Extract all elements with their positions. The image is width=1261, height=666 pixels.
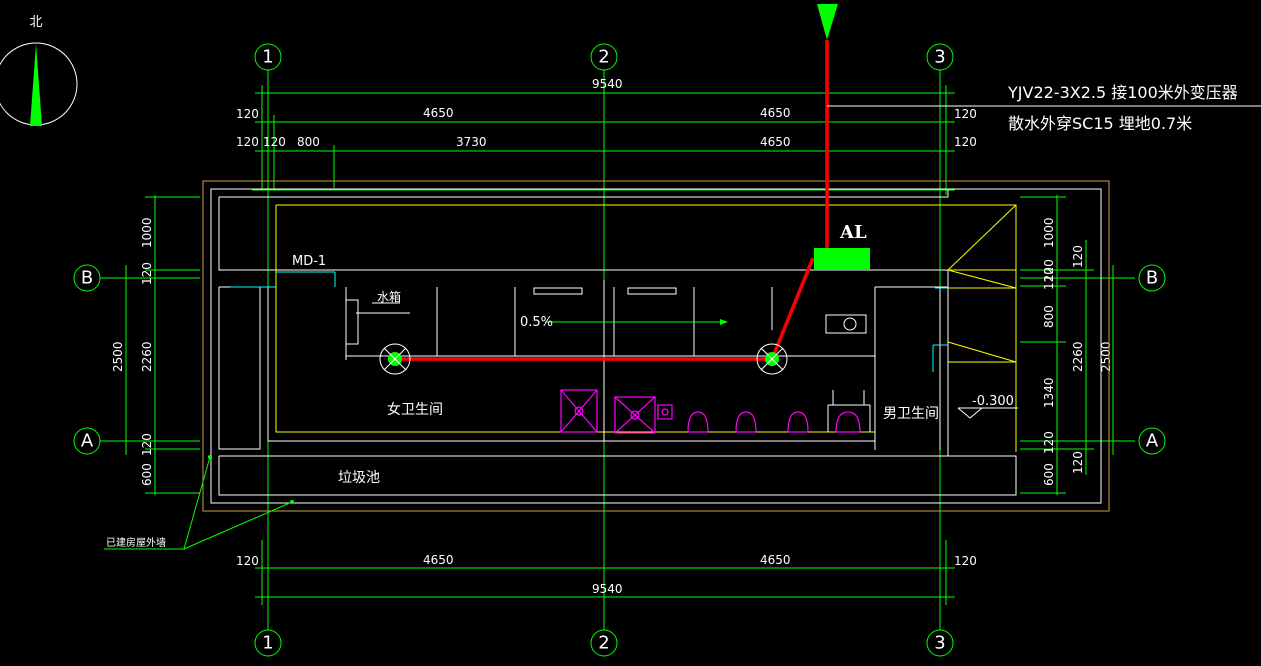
- dim-bottom-total: 9540: [592, 582, 623, 596]
- cable-note-1: YJV22-3X2.5 接100米外变压器: [1007, 83, 1238, 102]
- panel-label: AL: [839, 222, 867, 243]
- north-arrow-icon: 北: [0, 15, 78, 126]
- dim-top-r2-b: 4650: [760, 135, 791, 149]
- dim-bottom-right: 120: [954, 554, 977, 568]
- svg-text:3: 3: [934, 633, 945, 654]
- light-fixture-icon-2: [756, 343, 788, 375]
- axis-bubble-1-top: 1: [254, 43, 282, 71]
- svg-text:A: A: [81, 431, 94, 452]
- dim-top-r2-l1: 120: [236, 135, 259, 149]
- drain-slope-arrow: 0.5% 水箱: [356, 289, 728, 330]
- light-fixture-icon-1: [379, 343, 411, 375]
- svg-text:1: 1: [262, 47, 273, 68]
- vestibule-area: [932, 269, 1017, 452]
- dim-top-r1-right: 120: [954, 107, 977, 121]
- dim-right-a: 1000: [1042, 217, 1056, 248]
- bottom-dimensions: 120 4650 4650 120 9540: [236, 540, 977, 605]
- axis-bubble-3-bottom: 3: [926, 629, 954, 657]
- dim-left-a: 1000: [140, 217, 154, 248]
- dim-top-r2-l2: 120: [263, 135, 286, 149]
- top-dimensions: 9540 120 4650 4650 120 120 120 800 3730 …: [236, 77, 977, 195]
- dim-top-r2-a: 3730: [456, 135, 487, 149]
- building-walls: [202, 180, 1110, 512]
- svg-text:2: 2: [598, 633, 609, 654]
- dim-top-r1-left: 120: [236, 107, 259, 121]
- axis-bubble-3-top: 3: [926, 43, 954, 71]
- dim-top-r2-right: 120: [954, 135, 977, 149]
- female-wc-label: 女卫生间: [387, 401, 443, 418]
- axis-bubble-2-top: 2: [590, 43, 618, 71]
- dim-right-b: 120: [1071, 245, 1085, 268]
- tank-label: 水箱: [377, 289, 401, 304]
- axis-bubble-B-left: B: [73, 264, 101, 292]
- axis-bubble-A-left: A: [73, 427, 101, 455]
- dim-right-e: 2260: [1071, 341, 1085, 372]
- dim-right-f: 1340: [1042, 377, 1056, 408]
- svg-text:1: 1: [262, 633, 273, 654]
- distribution-panel: AL: [814, 222, 870, 270]
- urinal-icon-2: [735, 411, 757, 433]
- mop-sink-icon: [614, 396, 656, 434]
- urinal-icon-3: [787, 411, 809, 433]
- svg-text:A: A: [1146, 431, 1159, 452]
- dim-bottom-b: 4650: [760, 553, 791, 567]
- dim-left-outer: 2500: [111, 341, 125, 372]
- dim-right-i: 600: [1042, 463, 1056, 486]
- north-label: 北: [29, 15, 42, 30]
- male-wc-label: 男卫生间: [883, 406, 939, 422]
- dim-top-r1-a: 4650: [423, 106, 454, 120]
- right-dimensions: 1000 120 120 120 800 2260 2500 1340 120 …: [1020, 195, 1120, 495]
- slope-label: 0.5%: [520, 315, 553, 330]
- dim-top-r1-b: 4650: [760, 106, 791, 120]
- sanitary-fixtures: [560, 389, 871, 434]
- level-marker: -0.300: [957, 394, 1018, 419]
- dim-right-h: 120: [1071, 451, 1085, 474]
- sink-icon: [560, 389, 598, 433]
- dim-top-r2-l3: 800: [297, 135, 320, 149]
- dim-bottom-a: 4650: [423, 553, 454, 567]
- cable-note-2: 散水外穿SC15 埋地0.7米: [1008, 114, 1192, 133]
- dim-left-d: 120: [140, 433, 154, 456]
- existing-wall-leader: 已建房屋外墙: [104, 455, 294, 550]
- garbage-label: 垃圾池: [338, 470, 380, 486]
- axis-bubble-2-bottom: 2: [590, 629, 618, 657]
- svg-text:B: B: [81, 268, 93, 289]
- urinal-icon-4: [835, 411, 861, 433]
- basin-icon: [657, 404, 673, 420]
- svg-text:2: 2: [598, 47, 609, 68]
- existing-wall-label: 已建房屋外墙: [106, 536, 166, 549]
- incoming-arrow-icon: [817, 4, 838, 40]
- axis-bubble-B-right: B: [1138, 264, 1166, 292]
- dim-left-c: 2260: [140, 341, 154, 372]
- svg-text:3: 3: [934, 47, 945, 68]
- dim-top-total: 9540: [592, 77, 623, 91]
- door-label: MD-1: [292, 254, 326, 269]
- axis-bubble-A-right: A: [1138, 427, 1166, 455]
- dim-right-c2: 120: [1042, 267, 1056, 290]
- electrical-cable: [395, 40, 829, 361]
- dim-bottom-left: 120: [236, 554, 259, 568]
- dim-left-b: 120: [140, 262, 154, 285]
- cable-notes: YJV22-3X2.5 接100米外变压器 散水外穿SC15 埋地0.7米: [827, 83, 1261, 133]
- dim-right-d: 800: [1042, 305, 1056, 328]
- level-label: -0.300: [972, 394, 1014, 409]
- svg-text:B: B: [1146, 268, 1158, 289]
- axis-grid-lines: [100, 70, 1135, 630]
- dim-right-c: 120: [1042, 259, 1056, 282]
- left-dimensions: 2500 1000 120 2260 120 600: [111, 195, 200, 495]
- dim-right-g: 120: [1042, 431, 1056, 454]
- axis-bubble-1-bottom: 1: [254, 629, 282, 657]
- dim-left-e: 600: [140, 463, 154, 486]
- urinal-icon-1: [687, 411, 709, 433]
